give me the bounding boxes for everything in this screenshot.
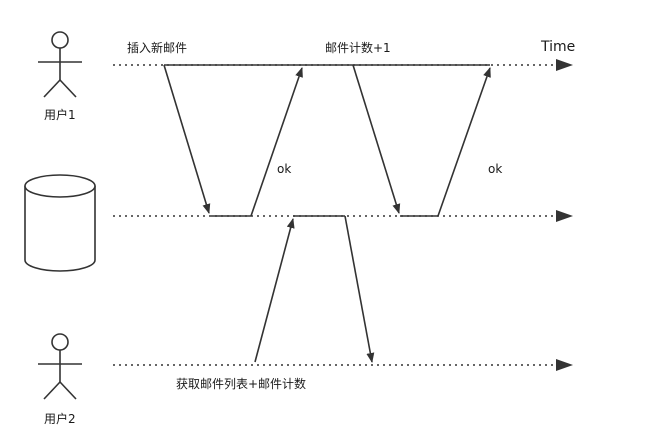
user2-label: 用户2: [44, 412, 76, 426]
user1-label: 用户1: [44, 108, 76, 122]
user2-timeline-arrow-icon: [556, 359, 573, 371]
fetch-response-arrow: [344, 215, 375, 363]
time-axis-label: Time: [541, 39, 576, 55]
user2-actor-icon: [38, 333, 82, 400]
fetch-request-arrow: [254, 218, 295, 363]
insert-mail-label: 插入新邮件: [127, 41, 188, 55]
mail-count-increment-label: 邮件计数+1: [325, 41, 391, 55]
fetch-list-label: 获取邮件列表+邮件计数: [176, 377, 307, 391]
count-inc-arrow: [352, 64, 401, 214]
ok-label-2: ok: [488, 162, 503, 176]
ok-label-1: ok: [277, 162, 292, 176]
database-timeline-arrow-icon: [556, 210, 573, 222]
user1-timeline-arrow-icon: [556, 59, 573, 71]
database-icon: [24, 174, 96, 272]
insert-mail-arrow: [163, 64, 211, 214]
ok1-arrow: [250, 67, 303, 217]
ok2-arrow: [437, 67, 491, 217]
user1-actor-icon: [38, 31, 82, 98]
